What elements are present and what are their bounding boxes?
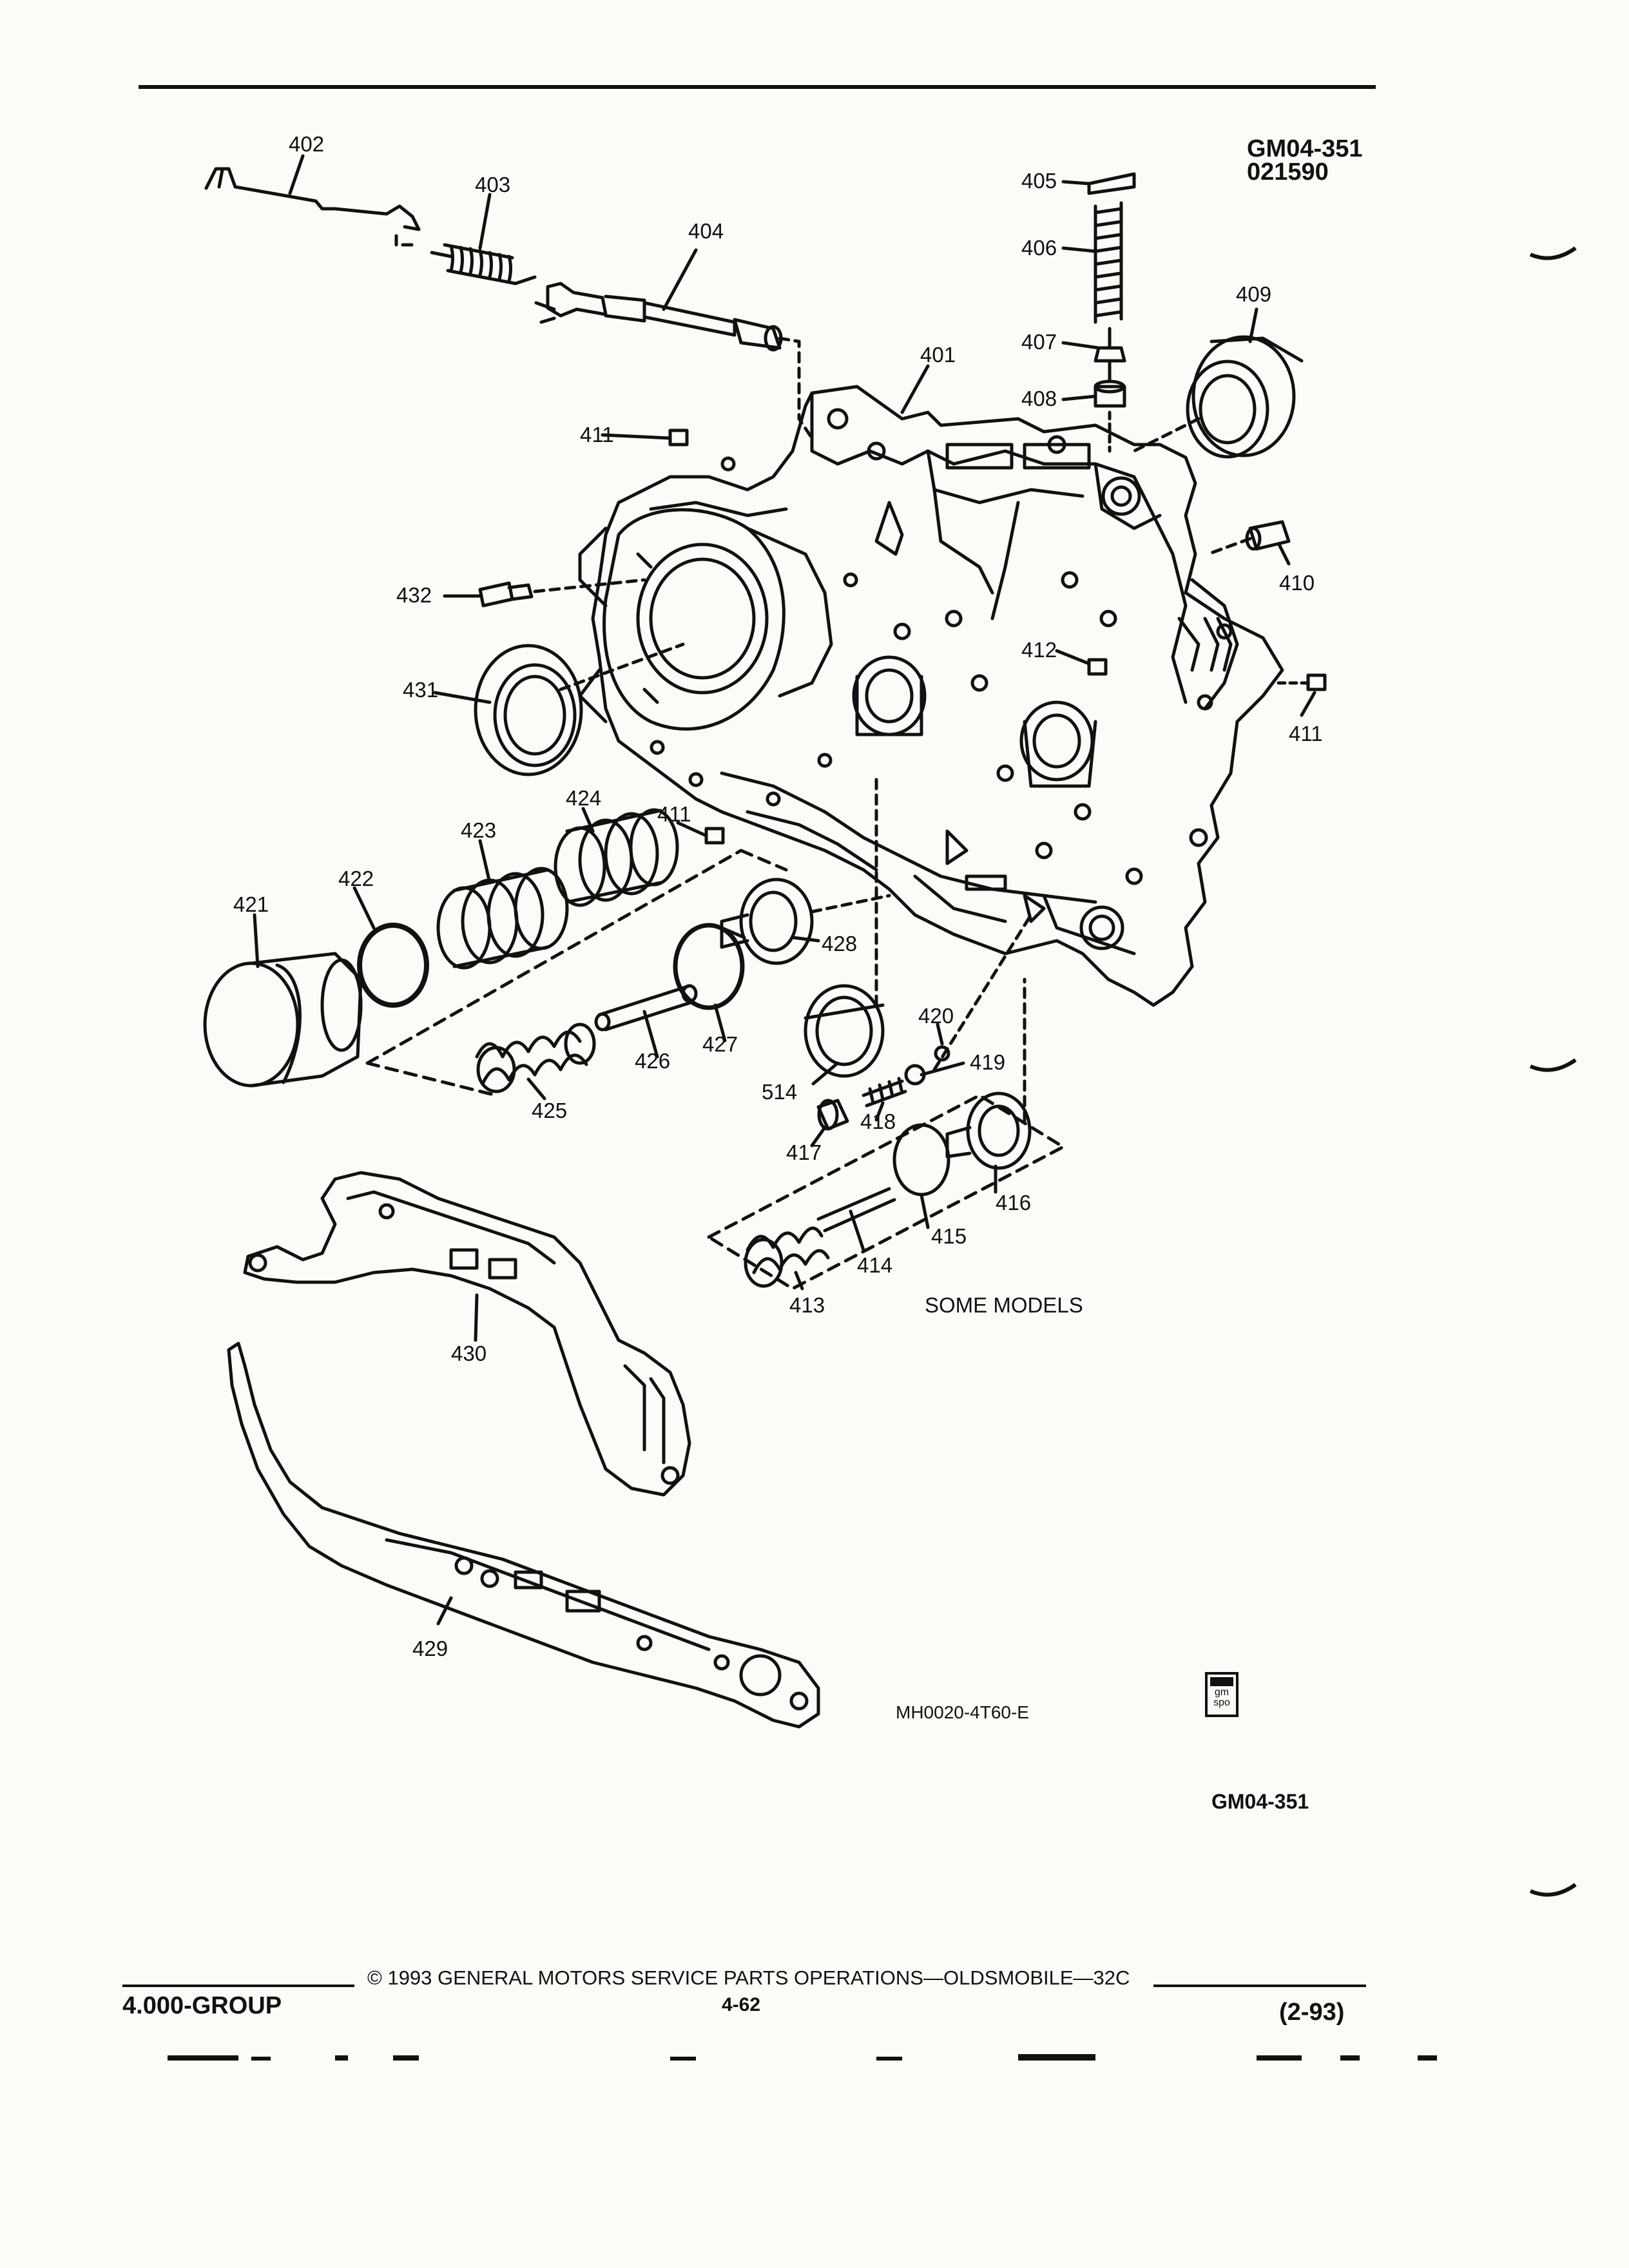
callout-430: 430 — [451, 1341, 487, 1365]
callout-411-middle: 411 — [657, 802, 691, 826]
callout-426: 426 — [635, 1049, 671, 1073]
callout-406: 406 — [1021, 236, 1057, 260]
bottom-figure-id: GM04-351 — [1211, 1790, 1309, 1813]
spring-413 — [744, 1226, 830, 1288]
callout-432: 432 — [396, 583, 432, 607]
callout-419: 419 — [970, 1050, 1006, 1074]
callout-429: 429 — [412, 1637, 448, 1660]
callout-416: 416 — [996, 1191, 1032, 1215]
figure-date: 021590 — [1247, 159, 1329, 186]
callout-411-top: 411 — [580, 423, 614, 447]
callout-403: 403 — [475, 173, 511, 197]
scan-artifact-strip — [168, 2054, 1437, 2061]
rod-402 — [204, 167, 421, 231]
ring-514 — [804, 984, 885, 1078]
callout-411-right: 411 — [1289, 722, 1323, 745]
logo-top-bar — [1210, 1677, 1233, 1686]
piston-416 — [945, 1091, 1032, 1170]
callout-410: 410 — [1279, 571, 1315, 595]
spring-403 — [430, 243, 537, 285]
gmspo-logo: gm spo — [1205, 1672, 1239, 1717]
logo-text-1: gm — [1214, 1687, 1229, 1698]
callout-418: 418 — [860, 1110, 896, 1133]
binding-mark-1 — [1529, 246, 1577, 260]
callout-407: 407 — [1021, 330, 1057, 354]
gasket-430 — [243, 1171, 691, 1497]
callout-412: 412 — [1021, 638, 1057, 662]
callout-409: 409 — [1236, 282, 1272, 306]
binding-mark-2 — [1529, 1058, 1577, 1072]
spring-406 — [1094, 201, 1123, 324]
logo-text-2: spo — [1213, 1697, 1230, 1708]
figure-id: GM04-351 — [1247, 135, 1363, 162]
callout-428: 428 — [822, 932, 858, 956]
footer-rule-left — [122, 1984, 354, 1987]
footer-copyright: © 1993 GENERAL MOTORS SERVICE PARTS OPER… — [367, 1966, 1130, 1989]
callout-422: 422 — [338, 867, 374, 890]
shaft-404 — [534, 282, 783, 352]
callout-417: 417 — [786, 1140, 822, 1164]
cover-421 — [203, 952, 363, 1088]
callout-423: 423 — [461, 818, 497, 842]
callout-431: 431 — [403, 678, 439, 702]
callout-427: 427 — [702, 1032, 738, 1056]
callout-414: 414 — [857, 1253, 893, 1277]
callout-514: 514 — [762, 1080, 798, 1104]
gasket-429 — [227, 1341, 820, 1729]
spring-424 — [554, 808, 679, 907]
footer-rule-right — [1153, 1984, 1366, 1987]
binding-mark-3 — [1529, 1883, 1577, 1897]
footer-group: 4.000-GROUP — [122, 1992, 282, 2019]
piston-428 — [720, 878, 891, 965]
case-body-401 — [591, 385, 1284, 1007]
spring-425 — [475, 1023, 596, 1093]
callout-425: 425 — [532, 1099, 568, 1122]
spring-423 — [436, 867, 569, 970]
callout-413: 413 — [789, 1293, 825, 1317]
footer-revision: (2-93) — [1279, 1999, 1345, 2026]
callout-401: 401 — [920, 343, 956, 367]
top-rule — [139, 85, 1376, 89]
callout-404: 404 — [688, 219, 724, 243]
some-models-note: SOME MODELS — [925, 1293, 1083, 1317]
seal-431 — [474, 644, 583, 776]
callout-424: 424 — [566, 786, 602, 810]
callout-415: 415 — [931, 1224, 967, 1248]
callout-421: 421 — [233, 892, 269, 916]
seal-409 — [1186, 335, 1304, 459]
footer-page-number: 4-62 — [722, 1994, 761, 2015]
callout-408: 408 — [1021, 387, 1057, 410]
drawing-code: MH0020-4T60-E — [896, 1702, 1029, 1722]
callout-402: 402 — [289, 132, 325, 156]
callout-420: 420 — [918, 1004, 954, 1028]
callout-405: 405 — [1021, 169, 1057, 193]
